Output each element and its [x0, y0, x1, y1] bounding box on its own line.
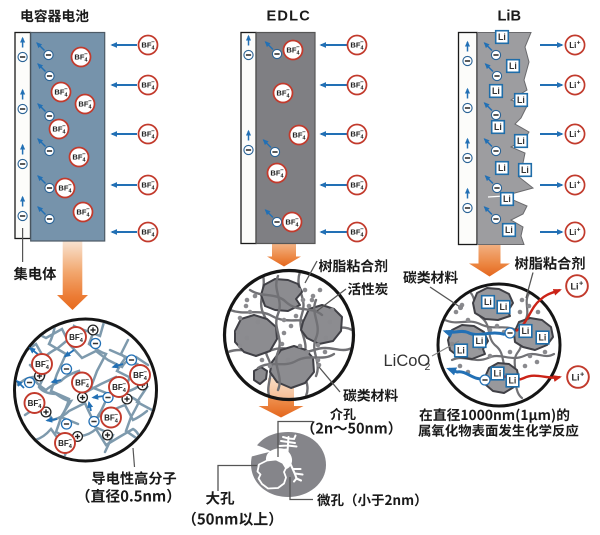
svg-text:LiB: LiB: [498, 9, 522, 25]
svg-text:LiCoO: LiCoO: [384, 352, 431, 370]
svg-text:EDLC: EDLC: [267, 9, 312, 25]
svg-text:2: 2: [425, 361, 431, 373]
